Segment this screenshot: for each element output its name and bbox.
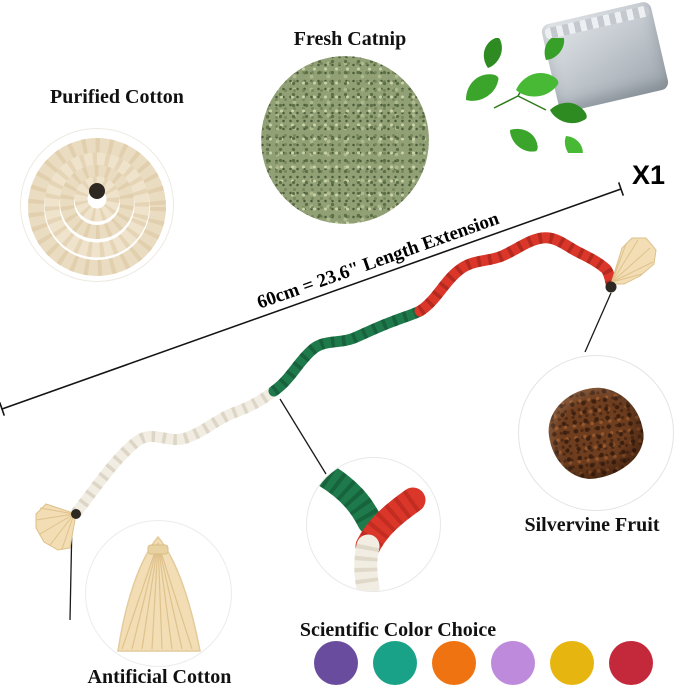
tassel-strands-left xyxy=(35,507,75,550)
purified-cotton-image xyxy=(20,128,174,282)
tassel-tie xyxy=(147,544,169,555)
closeup-green-twist xyxy=(320,465,382,528)
color-choice-label: Scientific Color Choice xyxy=(299,619,497,641)
leaf-stem xyxy=(493,77,547,111)
rope-knot-left xyxy=(71,509,81,519)
cotton-coil-icon xyxy=(28,138,166,276)
mint-leaf-icon xyxy=(560,131,588,153)
connector-closeup xyxy=(279,398,327,475)
silvervine-fruit-image xyxy=(518,355,674,511)
rope-segment-red xyxy=(414,232,617,317)
cotton-tassel-icon xyxy=(117,535,201,652)
color-swatch-purple xyxy=(314,641,358,685)
quantity-label: X1 xyxy=(632,160,666,190)
rope-closeup-image xyxy=(306,457,441,592)
rope-tassel-left xyxy=(35,503,77,551)
dimension-tick-left xyxy=(0,402,6,416)
color-swatch-orange xyxy=(432,641,476,685)
tassel-strands-right xyxy=(611,239,654,283)
mint-leaf-icon xyxy=(505,122,543,153)
dimension-label: 60cm = 23.6" Length Extension xyxy=(254,208,502,314)
fresh-catnip-label: Fresh Catnip xyxy=(293,28,407,50)
rope-knot-right xyxy=(605,281,617,293)
color-swatch-red xyxy=(609,641,653,685)
color-swatch-jade-green xyxy=(373,641,417,685)
connector-tassel xyxy=(69,520,73,621)
rope-hole xyxy=(89,183,105,199)
rope-segment-green xyxy=(268,305,426,397)
fresh-catnip-image xyxy=(261,56,429,224)
mint-leaf-icon xyxy=(479,38,506,71)
closeup-red-twist xyxy=(356,489,421,553)
rope-closeup-icon xyxy=(314,463,426,591)
rope-segment-white xyxy=(70,385,280,519)
rope-twist-green xyxy=(270,306,423,396)
silvervine-fruit-icon xyxy=(543,381,649,485)
color-swatch-golden-yellow xyxy=(550,641,594,685)
closeup-white-twist xyxy=(354,543,380,591)
closeup-green xyxy=(314,463,383,535)
silvervine-fruit-label: Silvervine Fruit xyxy=(524,514,660,536)
rope-twist-white xyxy=(71,386,278,517)
tassel-strands xyxy=(121,542,193,650)
artificial-cotton-label: Antificial Cotton xyxy=(87,666,232,688)
dimension-tick-right xyxy=(617,182,625,196)
rope-tassel-right xyxy=(610,237,657,285)
purified-cotton-label: Purified Cotton xyxy=(50,86,184,108)
connector-silvervine xyxy=(584,292,612,353)
rope-twist-red xyxy=(416,232,617,316)
artificial-cotton-image xyxy=(85,520,232,667)
mint-leaf-icon xyxy=(459,67,504,108)
catnip-pouch-image xyxy=(540,0,670,114)
catnip-texture xyxy=(261,56,429,224)
color-swatch-orchid xyxy=(491,641,535,685)
